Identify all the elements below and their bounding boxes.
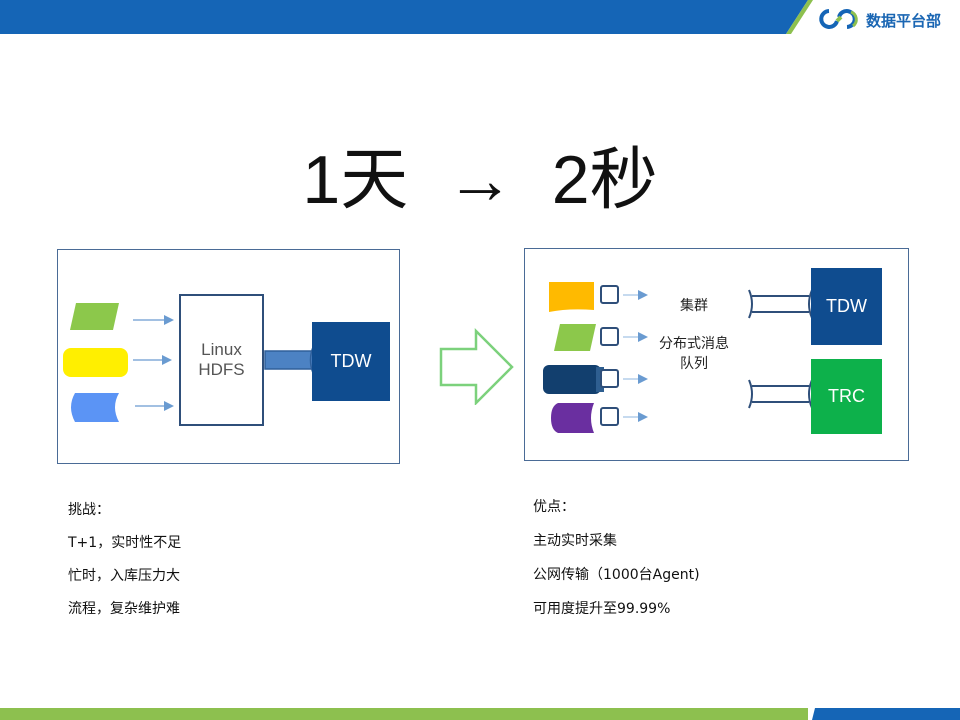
tdw-box-left: TDW	[312, 322, 390, 401]
trc-box: TRC	[811, 359, 882, 434]
legacy-pipeline-diagram	[63, 303, 314, 422]
challenges-title: 挑战：	[68, 502, 110, 518]
advantages-list: 优点： 主动实时采集 公网传输（1000台Agent) 可用度提升至99.99%	[533, 490, 700, 626]
linux-hdfs-label: Linux HDFS	[198, 340, 245, 379]
agent-node	[600, 285, 619, 304]
message-queue-label: 集群 分布式消息队列	[654, 296, 734, 374]
advantage-item: 可用度提升至99.99%	[533, 601, 671, 617]
headline: 1天 → 2秒	[302, 142, 658, 218]
cluster-label: 集群	[680, 298, 708, 314]
source-parallelogram	[70, 303, 119, 330]
challenges-list: 挑战： T+1，实时性不足 忙时，入库压力大 流程，复杂维护难	[68, 494, 181, 626]
advantage-item: 主动实时采集	[533, 533, 617, 549]
tdw-label: TDW	[826, 296, 867, 316]
agent-node	[600, 327, 619, 346]
challenge-item: 流程，复杂维护难	[68, 601, 180, 617]
flow-arrow	[638, 374, 648, 384]
source-cylinder	[63, 348, 128, 377]
hollow-right-arrow-icon	[439, 327, 514, 405]
flow-arrow	[638, 332, 648, 342]
banner-green-stripe	[786, 0, 813, 34]
linux-hdfs-box	[179, 294, 264, 426]
source-cylinder	[543, 365, 601, 394]
infinity-loop-icon	[819, 9, 858, 29]
challenge-item: T+1，实时性不足	[68, 535, 182, 551]
source-card	[549, 282, 594, 312]
source-parallelogram	[554, 324, 596, 351]
top-banner	[0, 0, 813, 34]
pipe-to-tdw	[748, 289, 813, 319]
distributed-queue-label: 分布式消息队列	[659, 336, 729, 372]
advantages-title: 优点：	[533, 499, 575, 515]
bottom-blue-band	[812, 708, 960, 720]
banner-blue-band	[0, 0, 808, 34]
pipe-to-trc	[748, 379, 813, 409]
bottom-green-band	[0, 708, 808, 720]
agent-node	[600, 407, 619, 426]
advantage-item: 公网传输（1000台Agent)	[533, 567, 700, 583]
pipe-connector	[264, 350, 314, 370]
flow-arrow	[638, 290, 648, 300]
flow-arrow	[638, 412, 648, 422]
realtime-pipeline-diagram	[543, 282, 813, 433]
tdw-box-right: TDW	[811, 268, 882, 345]
tdw-label: TDW	[330, 351, 372, 371]
source-tape	[551, 403, 594, 433]
agent-node	[600, 369, 619, 388]
trc-label: TRC	[828, 386, 865, 406]
source-tape	[71, 393, 119, 422]
bottom-banner	[0, 708, 960, 720]
logo-text: 数据平台部	[866, 12, 942, 30]
challenge-item: 忙时，入库压力大	[68, 568, 180, 584]
